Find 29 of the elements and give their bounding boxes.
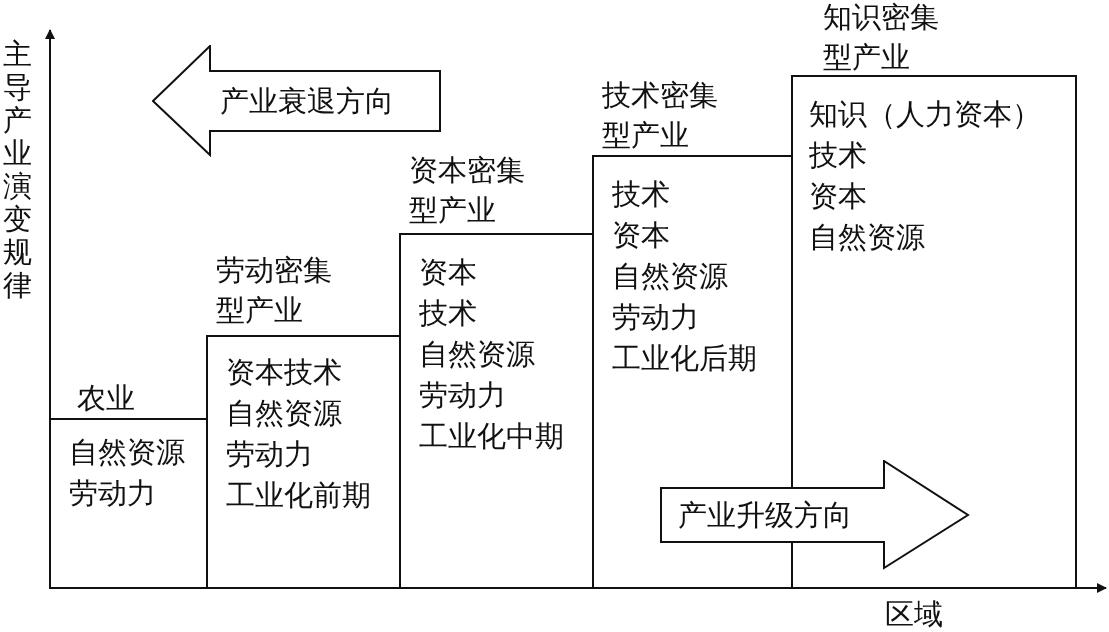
- box-text: 自然资源: [419, 337, 535, 372]
- box-text: 工业化前期: [226, 478, 371, 513]
- arrow-label: 产业衰退方向: [220, 84, 394, 119]
- box-text: 自然资源: [226, 396, 342, 431]
- box-text: 自然资源: [612, 259, 728, 294]
- axis-label: 主导产业演变规律: [3, 38, 33, 302]
- box-text: 劳动力: [69, 476, 156, 511]
- box-text: 技术: [809, 138, 867, 173]
- box-text: 资本技术: [226, 355, 342, 390]
- box-text: 技术: [612, 177, 670, 212]
- box-heading: 资本密集型产业: [409, 153, 526, 228]
- arrow-label: 产业升级方向: [678, 498, 852, 533]
- box-text: 自然资源: [69, 435, 185, 470]
- box-text: 资本: [612, 218, 670, 253]
- box-heading: 技术密集型产业: [602, 78, 719, 153]
- box-text: 劳动力: [419, 378, 506, 413]
- box-heading: 农业: [77, 381, 136, 416]
- box-text: 工业化中期: [419, 419, 564, 454]
- box-text: 自然资源: [809, 220, 925, 255]
- box-heading: 劳动密集型产业: [216, 253, 333, 328]
- box-text: 资本: [419, 255, 477, 290]
- box-text: 劳动力: [612, 300, 699, 335]
- axis-label: 区域: [885, 597, 943, 632]
- box-text: 劳动力: [226, 437, 313, 472]
- box-text: 知识（人力资本）: [809, 97, 1041, 132]
- box-text: 资本: [809, 179, 867, 214]
- box-text: 工业化后期: [612, 341, 757, 376]
- box-text: 技术: [419, 296, 477, 331]
- box-heading: 知识密集型产业: [823, 0, 940, 75]
